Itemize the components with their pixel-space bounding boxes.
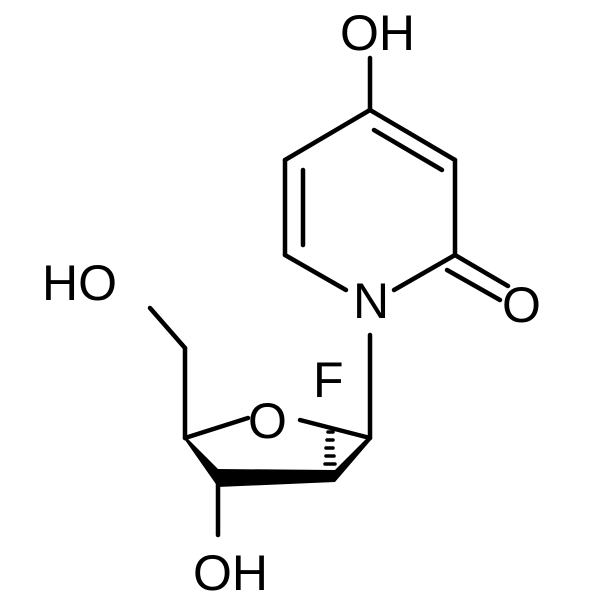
bond-c4-c3-double [371, 127, 445, 173]
bond-c6-n1 [282, 252, 349, 293]
hashed-bond-f [323, 430, 337, 466]
bond-oring-c1prime [297, 417, 373, 441]
bond-c4-c3 [367, 107, 458, 163]
wedge-c3prime-c2prime [218, 469, 335, 487]
bond-c2-o-double [444, 267, 503, 303]
bond-c4-c5 [282, 107, 373, 163]
label-n-ring: N [353, 273, 389, 329]
label-o-carbonyl: O [502, 277, 541, 333]
label-oh-top: OH [340, 5, 415, 61]
bond-n1-c2 [391, 252, 458, 293]
wedge-c4prime-c3prime [185, 436, 218, 487]
label-o-ring: O [248, 393, 287, 449]
bond-c5prime-o5 [147, 305, 188, 351]
wedge-c2prime-c1prime [335, 436, 371, 482]
bond-c4prime-oring [182, 415, 251, 441]
label-oh-bottom: OH [193, 545, 268, 600]
bond-c2-o [452, 252, 511, 289]
label-ho-left: HO [42, 255, 117, 311]
label-f: F [313, 352, 344, 408]
